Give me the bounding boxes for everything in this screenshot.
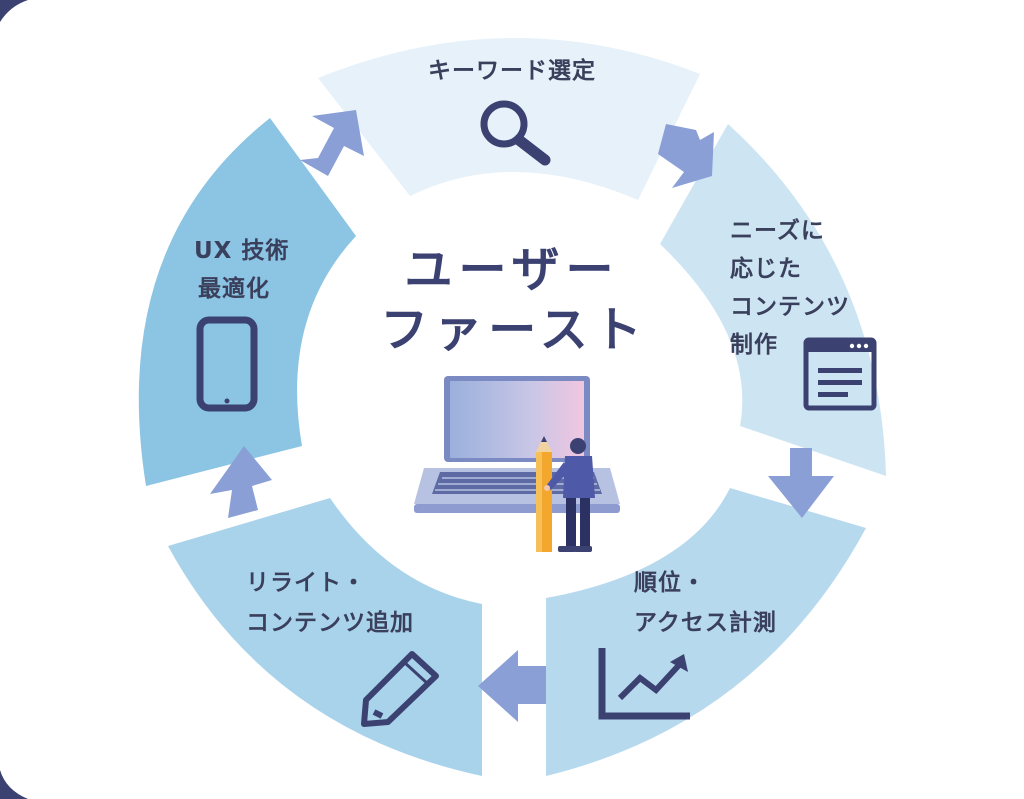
segment-keyword bbox=[318, 37, 700, 201]
segment-rewrite bbox=[168, 498, 482, 776]
step-label-ranking-line-2: アクセス計測 bbox=[634, 609, 777, 636]
line-chart-icon bbox=[598, 648, 690, 720]
step-label-rewrite-line-1: リライト・ bbox=[246, 570, 366, 596]
segment-ux bbox=[138, 118, 356, 486]
step-label-keyword: キーワード選定 bbox=[428, 57, 596, 84]
person-illustration bbox=[544, 438, 595, 552]
step-label-ux-line-1: UX 技術 bbox=[194, 237, 289, 264]
step-label-content-line-3: コンテンツ bbox=[730, 294, 850, 320]
flow-arrow-ranking-to-rewrite bbox=[478, 650, 546, 722]
flow-arrow-keyword-to-content bbox=[658, 124, 714, 188]
segment-ranking bbox=[546, 488, 866, 776]
step-label-rewrite-line-2: コンテンツ追加 bbox=[246, 609, 414, 636]
pencil-illustration bbox=[536, 436, 552, 552]
corner-decoration-bottom-left bbox=[0, 770, 28, 799]
pencil-icon bbox=[361, 651, 439, 727]
flow-arrow-ux-to-keyword bbox=[300, 110, 364, 176]
flow-arrow-rewrite-to-ux bbox=[210, 446, 272, 518]
step-label-content-line-2: 応じた bbox=[730, 255, 802, 282]
corner-decoration-top-left bbox=[0, 0, 28, 22]
web-page-icon bbox=[803, 337, 877, 411]
center-title-line-1: ユーザー bbox=[404, 242, 619, 298]
search-icon bbox=[480, 100, 551, 166]
flow-arrow-content-to-ranking bbox=[768, 448, 834, 518]
center-title-line-2: ファースト bbox=[380, 302, 648, 358]
smartphone-icon bbox=[196, 316, 258, 412]
step-label-content-line-4: 制作 bbox=[730, 332, 778, 358]
step-label-ux-line-2: 最適化 bbox=[198, 275, 270, 302]
step-label-ranking-line-1: 順位・ bbox=[634, 569, 706, 596]
segment-content bbox=[660, 124, 886, 476]
step-label-content-line-1: ニーズに bbox=[730, 217, 825, 244]
